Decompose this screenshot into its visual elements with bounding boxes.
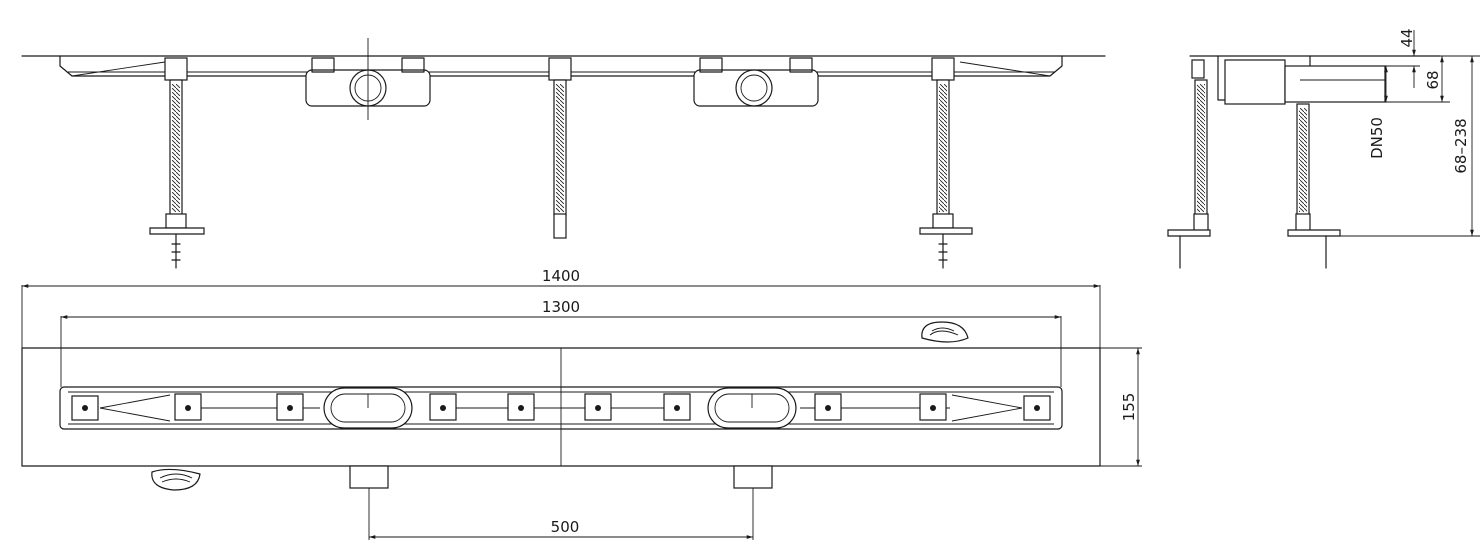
side-view: 44 68 68–238 DN50 bbox=[1167, 28, 1480, 269]
front-elevation bbox=[21, 38, 1106, 269]
leg-left bbox=[149, 57, 205, 269]
leg-right bbox=[919, 57, 973, 269]
dim-adjust-range: 68–238 bbox=[1452, 118, 1470, 173]
drain-outlet-left bbox=[323, 387, 413, 429]
dim-outlet-spacing: 500 bbox=[551, 518, 580, 536]
outlet-box-left bbox=[305, 38, 431, 120]
dim-overall-length: 1400 bbox=[542, 267, 580, 285]
dim-body-height: 68 bbox=[1424, 70, 1442, 89]
plan-view: 1400 1300 155 500 bbox=[21, 267, 1142, 540]
drain-outlet-right bbox=[707, 387, 797, 429]
grip-symbol-right bbox=[921, 321, 969, 343]
leg-center bbox=[548, 57, 572, 239]
dim-inner-length: 1300 bbox=[542, 298, 580, 316]
outlet-box-right bbox=[693, 57, 819, 107]
grip-symbol-left bbox=[151, 468, 201, 491]
channel-clips bbox=[71, 393, 1051, 421]
dim-outlet: DN50 bbox=[1368, 117, 1386, 159]
dim-width: 155 bbox=[1120, 393, 1138, 422]
dim-top-height: 44 bbox=[1398, 28, 1416, 47]
